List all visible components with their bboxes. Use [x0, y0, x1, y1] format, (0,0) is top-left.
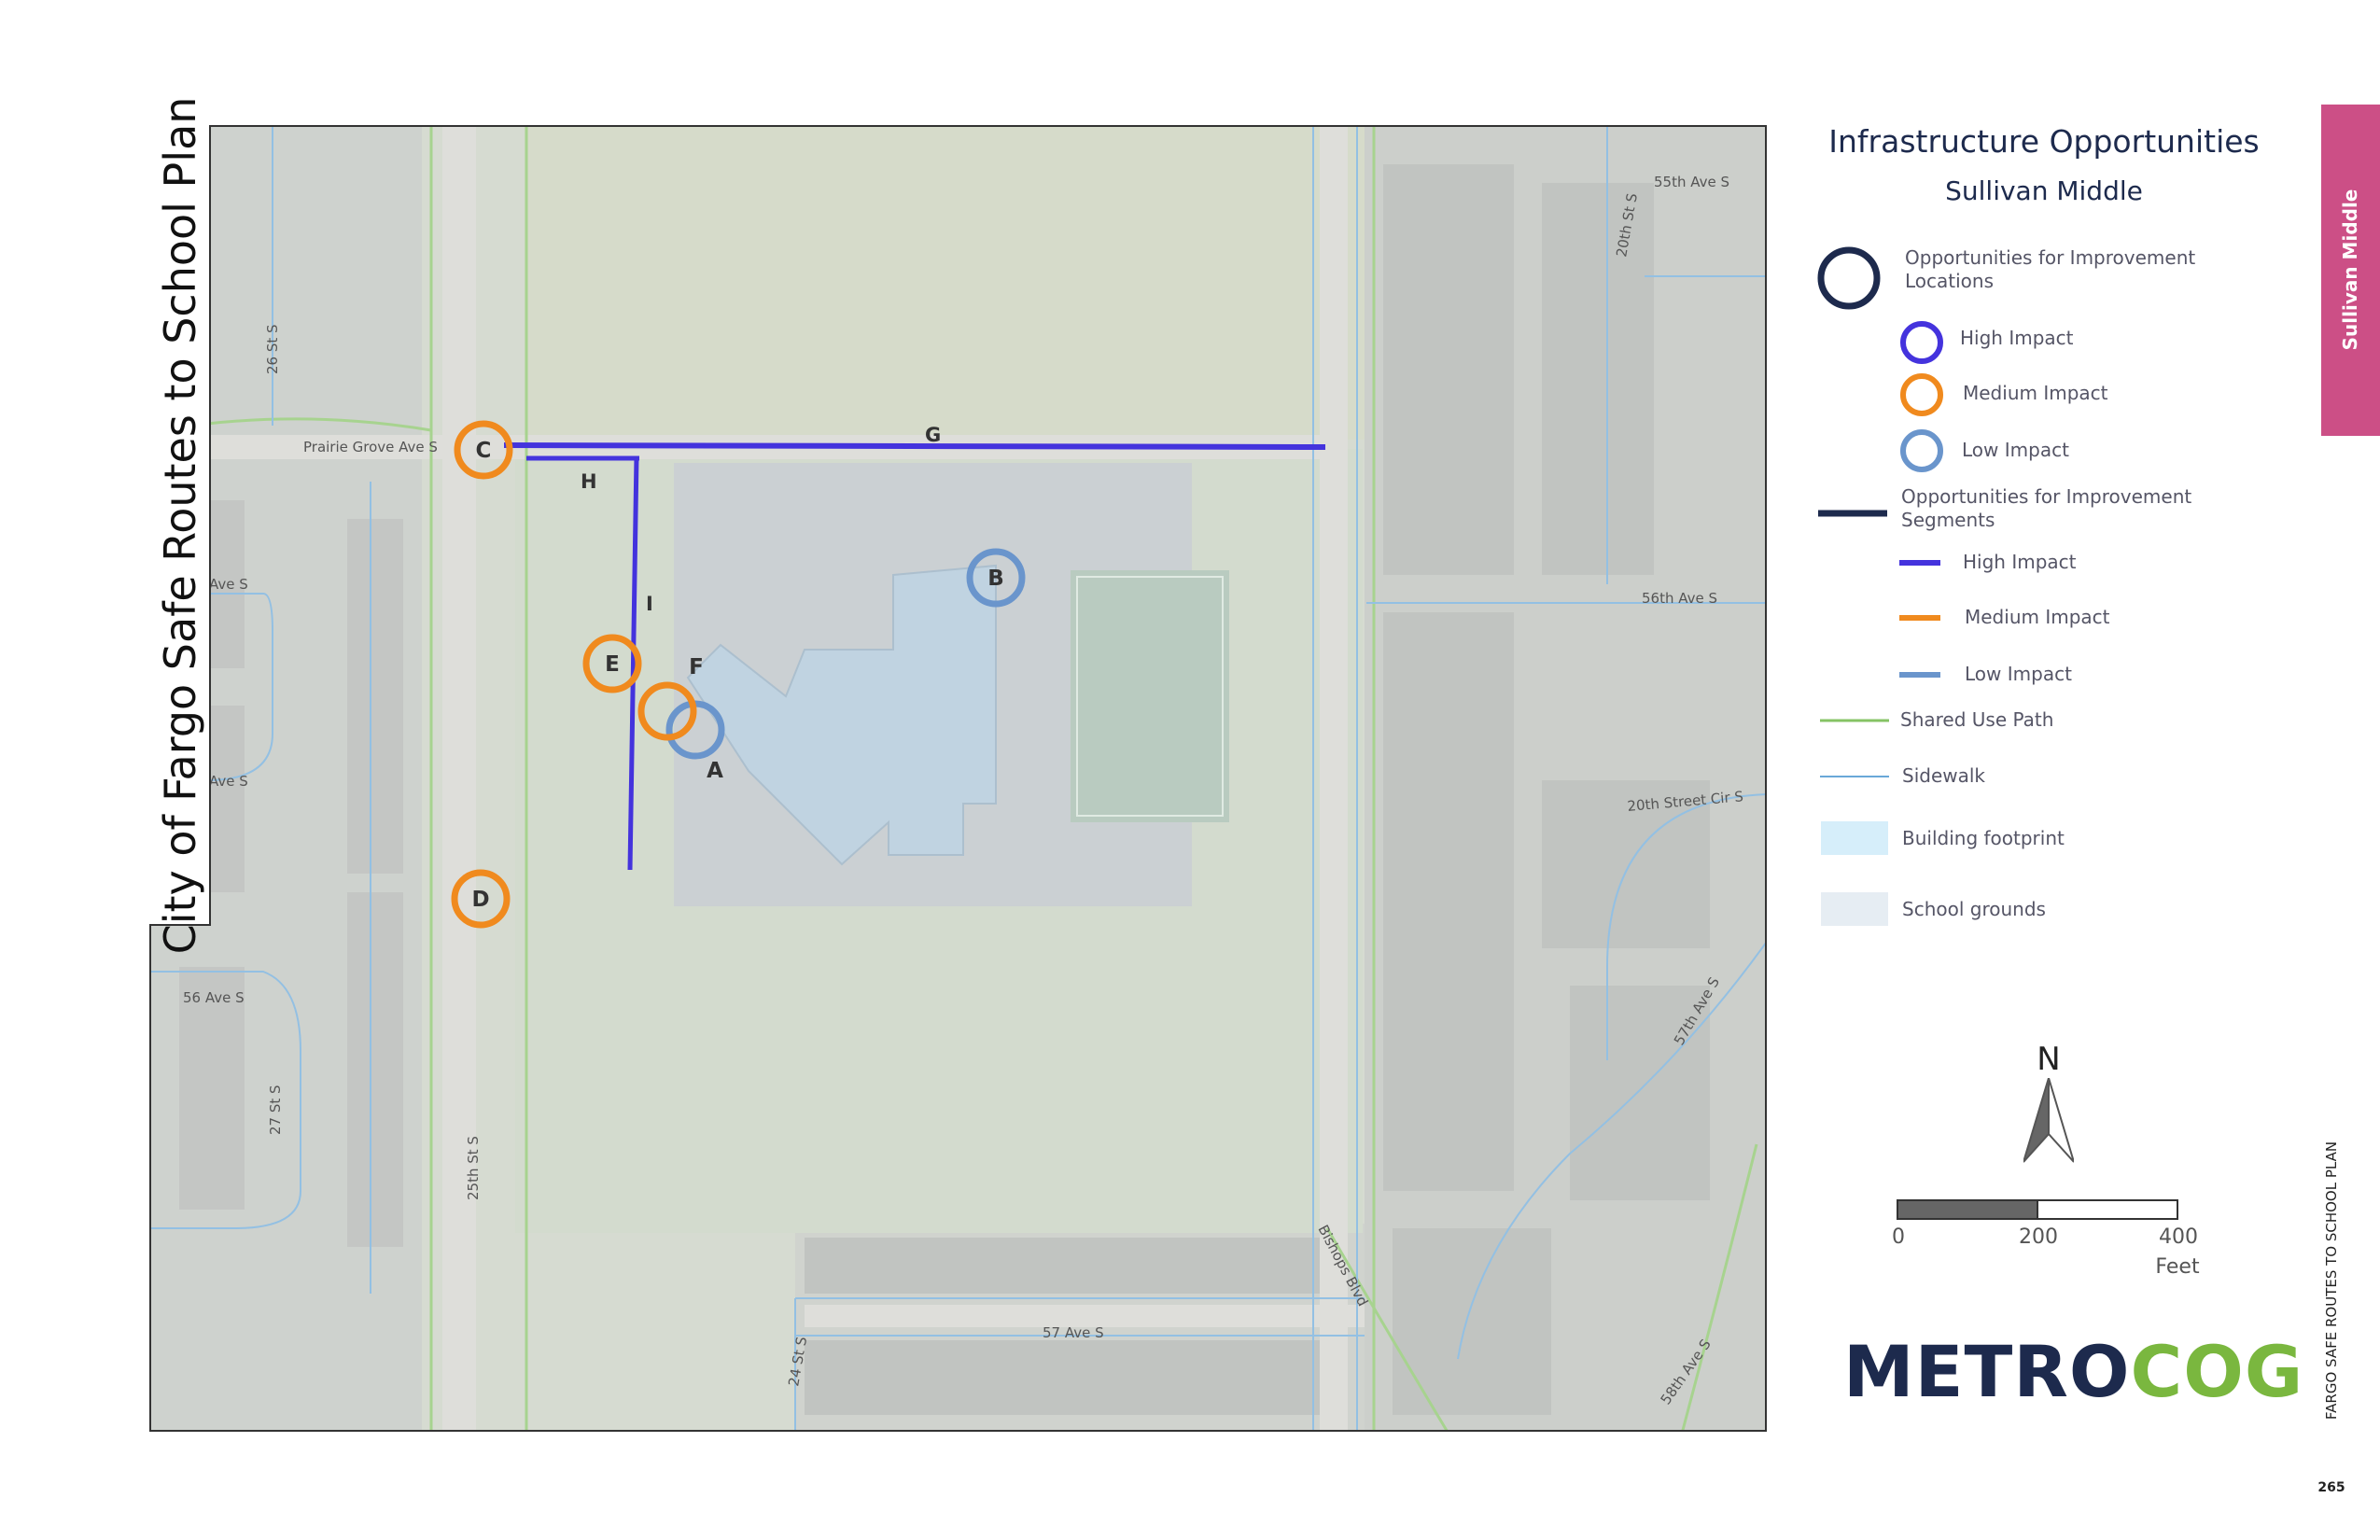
legend-title: Infrastructure Opportunities	[1828, 123, 2260, 160]
legend-loc-high-label: High Impact	[1960, 327, 2074, 349]
legend-shared-use-path-symbol	[1820, 719, 1889, 722]
marker-label-b: B	[987, 567, 1004, 591]
marker-c[interactable]: C	[454, 420, 513, 480]
marker-label-d: D	[471, 888, 489, 912]
footer-vertical-text: FARGO SAFE ROUTES TO SCHOOL PLAN	[2323, 1141, 2340, 1421]
legend-segments-header: Opportunities for Improvement Segments	[1901, 485, 2192, 531]
legend-building-label: Building footprint	[1902, 827, 2065, 849]
legend-seg-high-symbol	[1899, 560, 1940, 566]
road-bishops-blvd	[1320, 127, 1348, 1430]
north-arrow-label: N	[2037, 1041, 2061, 1078]
scale-tick-400: 400	[2159, 1225, 2198, 1249]
north-arrow: N	[2007, 1041, 2091, 1171]
shared-use-paths	[206, 127, 1758, 1430]
legend-grounds-label: School grounds	[1902, 898, 2046, 920]
street-label-26-st: 26 St S	[264, 324, 281, 374]
street-label-57-ave: 57 Ave S	[1043, 1324, 1104, 1341]
page-number: 265	[2317, 1480, 2345, 1495]
legend-grounds-swatch	[1821, 892, 1888, 926]
legend-seg-medium-symbol	[1899, 615, 1940, 621]
map-frame[interactable]: 55th Ave S 20th St S 26 St S Prairie Gro…	[149, 125, 1767, 1432]
section-side-tab: Sullivan Middle	[2321, 105, 2380, 436]
marker-f[interactable]: F	[637, 655, 704, 741]
marker-label-a: A	[707, 759, 723, 783]
map-wash	[151, 127, 1765, 1430]
street-label-56-ave: 56 Ave S	[183, 989, 245, 1006]
street-label-ave-s-lower: Ave S	[209, 773, 248, 790]
house-blocks-east	[1383, 164, 1710, 1415]
map-vertical-title-text: City of Fargo Safe Routes to School Plan	[155, 96, 205, 955]
legend-seg-low-symbol	[1899, 672, 1940, 678]
segment-g-line[interactable]	[503, 442, 1326, 450]
legend-seg-medium-label: Medium Impact	[1965, 606, 2110, 628]
metrocog-logo: METROCOG	[1843, 1330, 2303, 1413]
map-canvas[interactable]: 55th Ave S 20th St S 26 St S Prairie Gro…	[151, 127, 1767, 1432]
legend-seg-low-label: Low Impact	[1965, 663, 2072, 685]
marker-label-e: E	[605, 652, 620, 677]
legend-sidewalk-label: Sidewalk	[1902, 764, 1986, 787]
legend-location-symbol	[1817, 246, 1881, 310]
legend-segment-symbol	[1818, 510, 1887, 517]
street-label-ave-s-upper: Ave S	[209, 576, 248, 593]
road-57-ave	[805, 1305, 1365, 1327]
segment-label-i: I	[646, 593, 653, 615]
legend-loc-medium-label: Medium Impact	[1963, 382, 2108, 404]
map-vertical-title: City of Fargo Safe Routes to School Plan	[149, 97, 211, 954]
scale-tick-0: 0	[1892, 1225, 1905, 1249]
legend-seg-high-label: High Impact	[1963, 551, 2077, 573]
marker-d[interactable]: D	[451, 869, 511, 929]
scale-bar-graphic	[1897, 1199, 2178, 1220]
marker-e[interactable]: E	[582, 634, 642, 693]
school-building	[686, 564, 997, 866]
legend-shared-use-path-label: Shared Use Path	[1900, 708, 2054, 731]
marker-b[interactable]: B	[966, 548, 1026, 608]
house-blocks-south	[805, 1238, 1346, 1415]
legend-loc-low-label: Low Impact	[1962, 439, 2069, 461]
segment-label-g: G	[925, 424, 941, 446]
street-label-27-st: 27 St S	[267, 1085, 284, 1135]
side-tab-label: Sullivan Middle	[2339, 189, 2361, 351]
sidewalks	[151, 127, 1765, 1430]
scale-tick-200: 200	[2019, 1225, 2058, 1249]
marker-label-c: C	[476, 439, 492, 463]
street-label-56th-ave-east: 56th Ave S	[1642, 590, 1717, 607]
north-field	[525, 127, 1365, 440]
legend-locations-header: Opportunities for Improvement Locations	[1905, 246, 2196, 292]
logo-cog: COG	[2130, 1330, 2304, 1413]
athletic-field	[1071, 570, 1229, 822]
street-label-prairie-grove: Prairie Grove Ave S	[303, 439, 438, 455]
legend-subtitle: Sullivan Middle	[1945, 175, 2143, 206]
legend-loc-low-symbol	[1900, 429, 1943, 472]
road-25th-st	[442, 127, 476, 1430]
street-label-55th-ave: 55th Ave S	[1654, 174, 1729, 190]
legend-sidewalk-symbol	[1820, 776, 1889, 777]
marker-label-f: F	[689, 655, 704, 679]
segment-label-h: H	[581, 470, 597, 493]
legend-building-swatch	[1821, 821, 1888, 855]
segment-i-line[interactable]	[627, 455, 639, 871]
street-label-25th-st: 25th St S	[465, 1136, 482, 1200]
scale-unit: Feet	[2155, 1255, 2200, 1279]
footer-vertical-title: FARGO SAFE ROUTES TO SCHOOL PLAN	[2313, 1120, 2350, 1442]
legend-loc-high-symbol	[1900, 321, 1943, 364]
legend-loc-medium-symbol	[1900, 373, 1943, 416]
scale-bar: 0 200 400 Feet	[1885, 1195, 2203, 1297]
athletic-field-lines	[1076, 576, 1224, 817]
north-arrow-icon	[2023, 1078, 2074, 1163]
logo-metro: METRO	[1843, 1330, 2131, 1413]
